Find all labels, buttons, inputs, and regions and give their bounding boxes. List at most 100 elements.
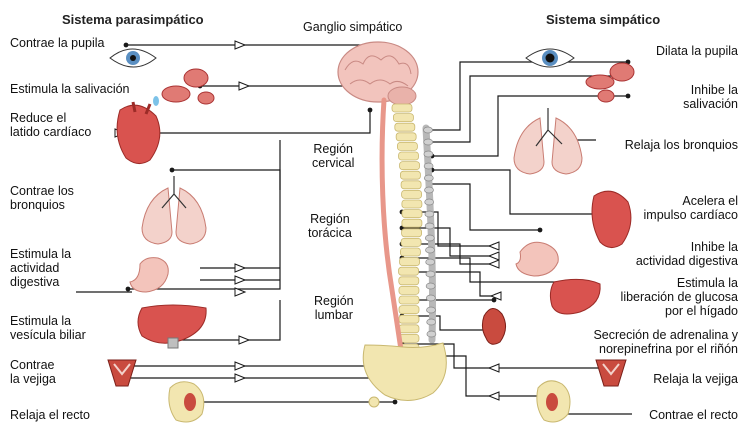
symp-label-salivation: Inhibe la salivación	[683, 83, 738, 111]
vertebra	[398, 314, 420, 324]
region-cervical-label: Región cervical	[312, 142, 355, 170]
synapse-dot	[392, 399, 398, 405]
vertebra	[398, 305, 420, 315]
ganglion-node	[424, 198, 435, 206]
vertebra	[398, 151, 419, 161]
symp-wire-heart	[432, 169, 610, 215]
vertebra	[394, 122, 416, 132]
left-eye-icon	[109, 48, 157, 68]
para-wire-gallbladder	[176, 300, 281, 341]
para-label-bronchi: Contrae los bronquios	[10, 184, 74, 212]
left-bladder-icon	[107, 359, 137, 387]
ganglion-arrow	[487, 259, 500, 269]
ganglion-node	[426, 306, 436, 314]
left-stomach-icon	[129, 257, 169, 293]
ganglion-node	[426, 330, 437, 338]
vertebra	[395, 132, 417, 142]
vertebra	[401, 228, 422, 238]
ganglion-node	[423, 126, 433, 134]
vertebra	[397, 141, 418, 151]
right-lungs-icon	[513, 108, 583, 175]
ganglion-arrow	[234, 263, 247, 273]
vertebra	[401, 199, 423, 209]
para-label-gallbladder: Estimula la vesícula biliar	[10, 314, 86, 342]
symp-wire-kidney-b	[402, 315, 494, 331]
vertebra	[401, 218, 423, 228]
sympathetic-title: Sistema simpático	[546, 12, 661, 27]
para-label-rectum: Relaja el recto	[10, 408, 90, 422]
right-rectum-icon	[536, 380, 571, 423]
vertebra	[400, 247, 421, 257]
synapse-dot	[169, 167, 175, 173]
vertebra	[391, 103, 413, 113]
ganglion-node	[424, 222, 435, 230]
left-heart-icon	[116, 101, 161, 164]
ganglion-arrow	[234, 373, 247, 383]
right-heart-icon	[591, 190, 632, 248]
symp-label-rectum: Contrae el recto	[649, 408, 738, 422]
right-liver-icon	[549, 278, 601, 315]
symp-wire-heart-b	[432, 183, 540, 231]
synapse-dot	[537, 227, 543, 233]
vertebra	[401, 189, 422, 199]
ganglion-node	[423, 138, 434, 146]
symp-wire-bronchi	[432, 95, 628, 157]
ganglion-node	[424, 186, 434, 194]
spinal-column	[391, 103, 423, 353]
ganglion-label: Ganglio simpático	[303, 20, 403, 34]
para-wire-bronchi	[172, 169, 281, 190]
symp-label-liver: Estimula la liberación de glucosa por el…	[620, 276, 738, 318]
ganglion-node	[426, 318, 437, 326]
right-salivary-gland-icon	[585, 62, 635, 103]
ganglion-node	[423, 150, 434, 158]
right-kidney-icon	[481, 308, 506, 345]
vertebra	[400, 180, 422, 190]
ganglion-node	[423, 162, 434, 170]
sympathetic-ganglion-chain	[422, 124, 437, 344]
ganglion-node	[425, 294, 436, 302]
para-label-bladder: Contrae la vejiga	[10, 358, 56, 386]
vertebra	[398, 276, 420, 286]
symp-label-heart: Acelera el impulso cardíaco	[643, 194, 739, 222]
ganglion-arrow	[238, 335, 251, 345]
right-eye-icon	[525, 48, 575, 68]
parasympathetic-title: Sistema parasimpático	[62, 12, 204, 27]
ganglion-node	[425, 282, 436, 290]
left-rectum-icon	[168, 381, 205, 423]
ganglion-arrow	[489, 291, 502, 301]
ganglion-arrow	[234, 40, 247, 50]
ganglion-node	[425, 246, 435, 254]
nerve-connection-lines	[76, 40, 632, 415]
ganglion-arrow	[234, 275, 247, 285]
symp-wire-liver	[402, 257, 566, 283]
symp-label-digestion: Inhibe la actividad digestiva	[635, 240, 738, 268]
para-label-heart: Reduce el latido cardíaco	[10, 111, 92, 139]
para-label-salivation: Estimula la salivación	[10, 82, 130, 96]
vertebra	[399, 257, 420, 267]
region-lumbar-label: Región lumbar	[314, 294, 354, 322]
symp-label-kidney: Secreción de adrenalina y norepinefrina …	[593, 328, 738, 356]
ganglion-arrow	[487, 241, 500, 251]
ganglion-arrow	[487, 391, 500, 401]
right-stomach-icon	[515, 241, 559, 277]
ganglion-arrow	[234, 361, 247, 371]
symp-label-bronchi: Relaja los bronquios	[624, 138, 738, 152]
right-bladder-icon	[595, 359, 627, 387]
vertebra	[401, 209, 423, 219]
vertebra	[398, 324, 420, 334]
vertebra	[399, 161, 420, 171]
vertebra	[398, 266, 419, 276]
ganglion-arrow	[234, 287, 247, 297]
vertebra	[398, 285, 420, 295]
ganglion-arrow	[238, 81, 251, 91]
ganglion-node	[425, 258, 436, 266]
vertebra	[393, 113, 414, 122]
synapse-dot	[123, 42, 129, 48]
left-lungs-icon	[141, 176, 207, 245]
vertebra	[398, 295, 420, 305]
ganglion-node	[423, 174, 434, 182]
ganglion-arrow	[487, 363, 500, 373]
region-thoracic-label: Región torácica	[308, 212, 352, 240]
para-label-pupil: Contrae la pupila	[10, 36, 105, 50]
